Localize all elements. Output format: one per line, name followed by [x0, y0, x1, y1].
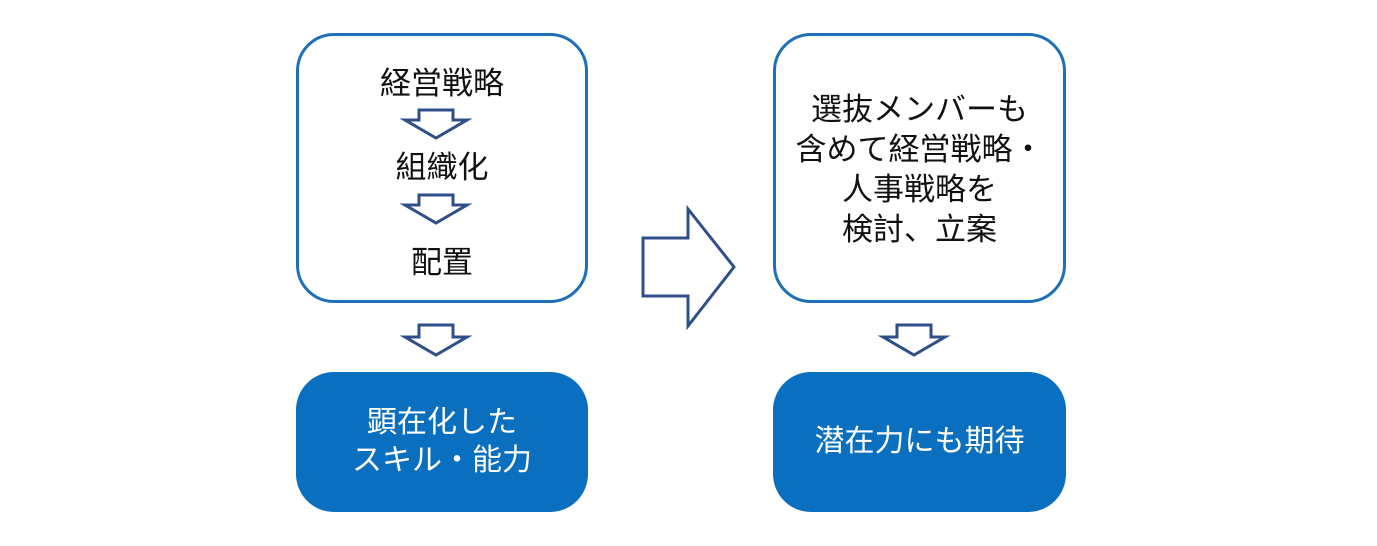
- down-arrow-icon: [399, 108, 473, 140]
- result-line: 顕在化した: [367, 405, 517, 440]
- down-arrow-icon: [399, 193, 473, 225]
- description-line: 選抜メンバーも: [811, 92, 1028, 128]
- description-line: 検討、立案: [842, 212, 997, 248]
- step-placement: 配置: [411, 245, 473, 281]
- result-line: スキル・能力: [352, 443, 532, 478]
- right-arrow-icon: [641, 204, 736, 331]
- step-management-strategy: 経営戦略: [380, 66, 504, 102]
- left-result-text: 顕在化した スキル・能力: [296, 404, 588, 480]
- right-strategy-box: 選抜メンバーも 含めて経営戦略・ 人事戦略を 検討、立案: [773, 33, 1066, 303]
- right-result-text: 潜在力にも期待: [814, 424, 1025, 459]
- right-description-text: 選抜メンバーも 含めて経営戦略・ 人事戦略を 検討、立案: [776, 90, 1063, 250]
- down-arrow-icon: [399, 323, 473, 357]
- left-strategy-box: 経営戦略 組織化 配置: [296, 33, 588, 303]
- right-result-box: 潜在力にも期待: [773, 372, 1066, 512]
- description-line: 人事戦略を: [842, 172, 997, 208]
- left-result-box: 顕在化した スキル・能力: [296, 372, 588, 512]
- description-line: 含めて経営戦略・: [795, 132, 1044, 168]
- step-organization: 組織化: [395, 150, 489, 186]
- down-arrow-icon: [877, 323, 951, 357]
